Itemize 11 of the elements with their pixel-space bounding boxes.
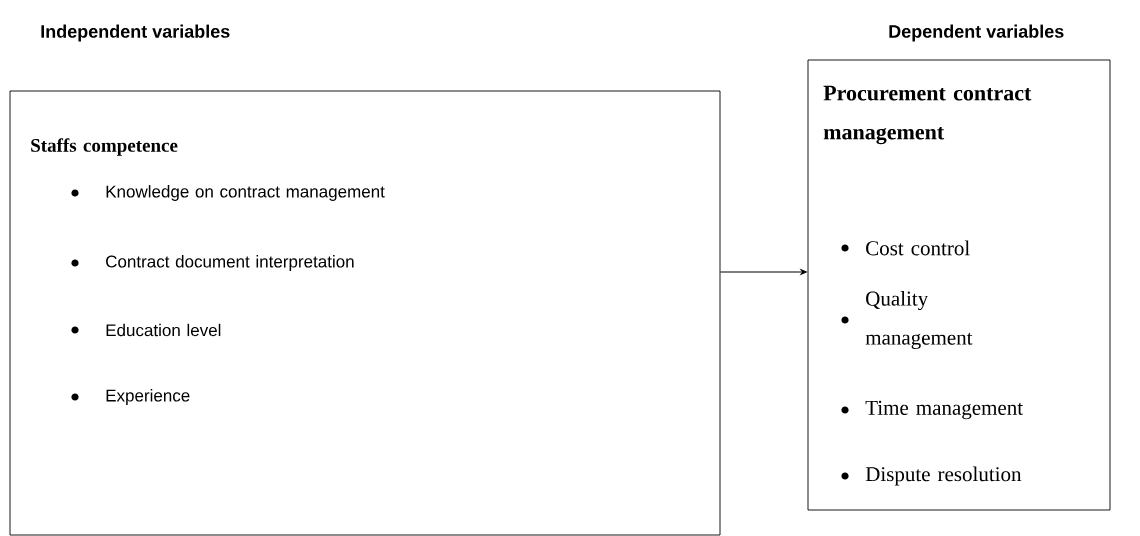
heading: Independent variables bbox=[41, 24, 230, 42]
bullet-item: Contract document interpretation bbox=[71, 255, 354, 271]
heading: Dependent variables bbox=[889, 24, 1064, 42]
bullet-item: Education level bbox=[71, 323, 221, 337]
bullet-item: Dispute resolution bbox=[841, 466, 1022, 486]
bullet-item: Experience bbox=[71, 389, 190, 405]
bullet-item: Time management bbox=[841, 400, 1023, 420]
bullet-item: Knowledge on contract management bbox=[71, 185, 385, 201]
arrow bbox=[719, 269, 807, 275]
bullet-item: Cost control bbox=[841, 240, 970, 256]
bullet-item: Quality management bbox=[841, 290, 973, 350]
